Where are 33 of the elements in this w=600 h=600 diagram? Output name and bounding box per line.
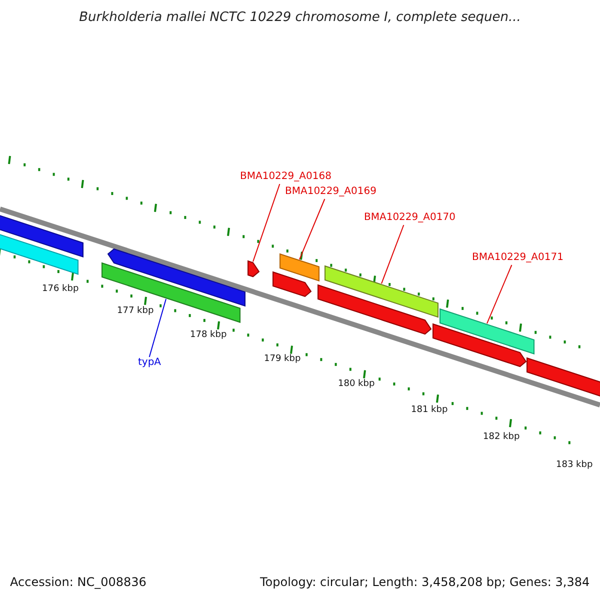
gene-segment — [107, 248, 246, 307]
leader-line — [252, 184, 280, 262]
gene-label: BMA10229_A0168 — [240, 171, 332, 183]
gene-segment — [324, 265, 438, 318]
leader-line — [299, 198, 326, 260]
scale-label: 177 kbp — [117, 306, 154, 317]
gene-segment — [440, 308, 534, 355]
gene-segment — [248, 260, 260, 278]
scale-label: 182 kbp — [483, 432, 520, 443]
gene-label: BMA10229_A0171 — [472, 252, 564, 264]
gene-label: BMA10229_A0169 — [285, 186, 376, 198]
gene-segment — [432, 323, 527, 368]
scale-label: 176 kbp — [42, 284, 79, 295]
gene-segment — [526, 357, 600, 398]
gene-segment — [0, 232, 78, 275]
leader-line — [381, 224, 404, 284]
scale-label: 183 kbp — [556, 460, 593, 471]
gene-segment — [102, 262, 240, 323]
scale-label: 179 kbp — [264, 354, 301, 365]
gene-label: typA — [138, 357, 162, 369]
gene-segment — [280, 253, 320, 282]
gene-segment — [318, 284, 432, 335]
leader-line — [148, 298, 166, 358]
info-text: Accession: NC_008836 — [10, 575, 146, 590]
leader-line — [486, 264, 512, 324]
scale-label: 181 kbp — [411, 405, 448, 416]
gene-segment — [272, 271, 312, 298]
scale-label: 178 kbp — [190, 330, 227, 341]
info-text: Topology: circular; Length: 3,458,208 bp; Genes: 3,384 — [260, 575, 590, 590]
scale-label: 180 kbp — [338, 379, 375, 390]
chart-title: Burkholderia mallei NCTC 10229 chromosome I, complete sequen... — [78, 10, 522, 26]
gene-segment — [0, 213, 84, 258]
gene-label: BMA10229_A0170 — [364, 212, 456, 224]
